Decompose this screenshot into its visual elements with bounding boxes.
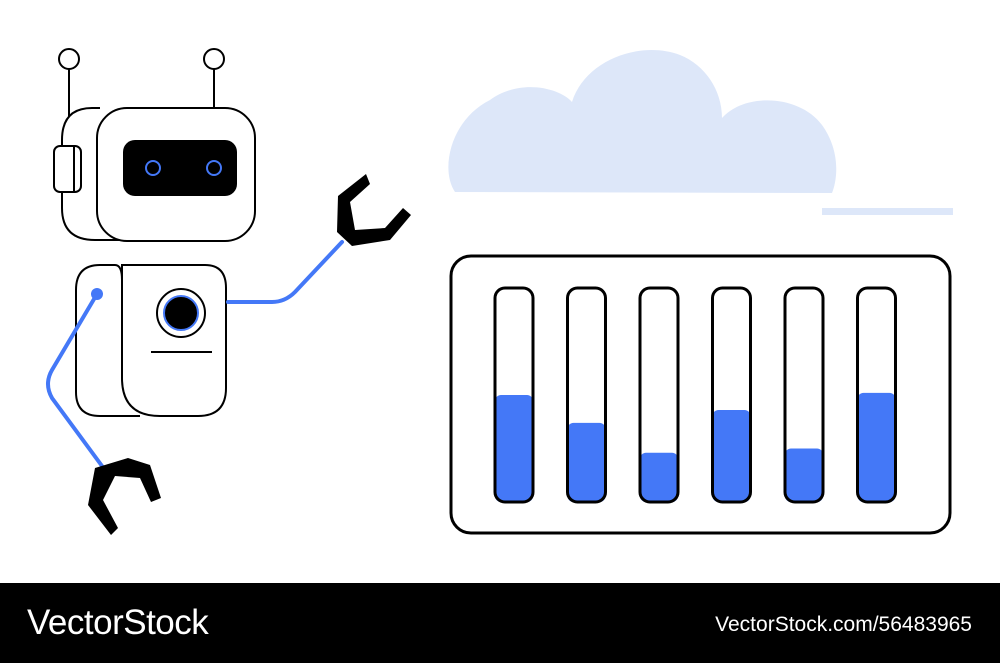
slider-fill	[567, 422, 606, 502]
claw-lower-icon	[88, 458, 161, 535]
illustration	[46, 48, 953, 535]
robot-eye-left	[145, 160, 161, 176]
slider-6	[856, 286, 897, 504]
robot-arm-left	[46, 292, 104, 468]
slider-4	[711, 286, 752, 504]
slider-tube	[711, 286, 752, 504]
slider-tube	[638, 286, 680, 504]
robot-ear	[53, 145, 82, 193]
slider-fill	[712, 409, 751, 502]
robot-visor	[123, 140, 237, 196]
slider-1	[493, 286, 535, 504]
slider-3	[638, 286, 680, 504]
slider-2	[566, 286, 607, 504]
sliders-panel-icon	[449, 254, 952, 535]
footer-brand: VectorStock	[27, 603, 209, 642]
claw-upper-icon	[337, 174, 411, 246]
slider-fill	[785, 448, 823, 502]
cloud-underline	[822, 208, 953, 215]
slider-fill	[495, 395, 533, 502]
cloud-icon	[448, 50, 953, 215]
footer-bar: VectorStock VectorStock.com/56483965	[0, 583, 1000, 663]
robot-body	[121, 264, 227, 417]
slider-group	[493, 286, 897, 504]
slider-tube	[493, 286, 535, 504]
slider-5	[783, 286, 825, 504]
slider-tube	[566, 286, 607, 504]
footer-credit: VectorStock.com/56483965	[715, 613, 972, 636]
robot-arm-right	[226, 240, 344, 304]
antenna-right	[203, 48, 225, 108]
slider-tube	[856, 286, 897, 504]
robot-icon	[46, 48, 411, 535]
slider-fill	[640, 452, 678, 502]
slider-fill	[857, 392, 896, 502]
slider-tube	[783, 286, 825, 504]
robot-eye-right	[206, 160, 222, 176]
